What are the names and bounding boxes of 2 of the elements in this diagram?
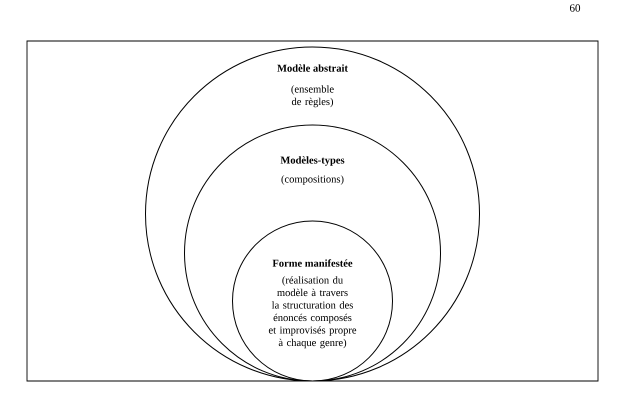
frame-box bbox=[26, 40, 598, 382]
page-number: 60 bbox=[570, 4, 580, 12]
